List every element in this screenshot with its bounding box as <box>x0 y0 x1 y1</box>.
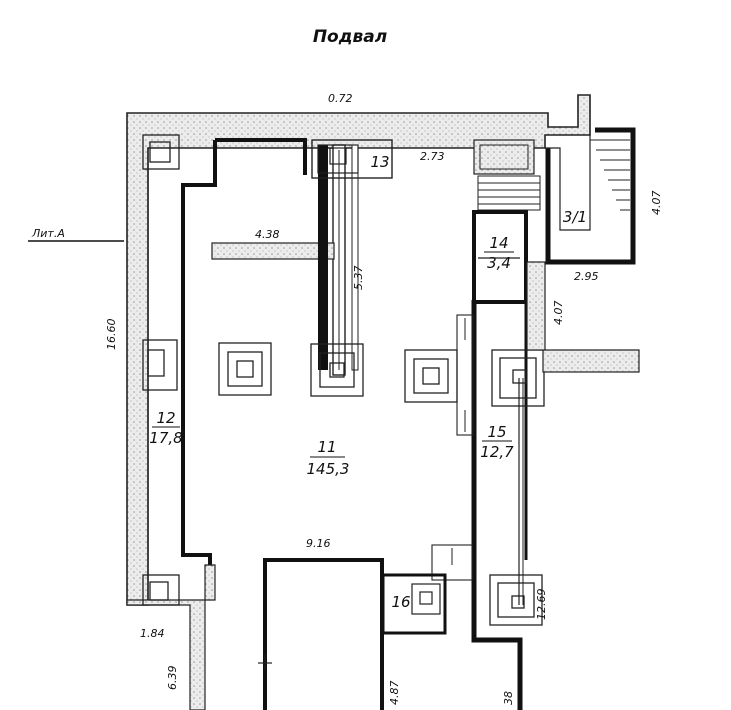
svg-text:Лит.А: Лит.А <box>31 227 65 240</box>
svg-text:13: 13 <box>370 153 389 171</box>
room-label-15: 15 12,7 <box>480 423 514 461</box>
room-label-16: 16 <box>391 593 410 611</box>
dim-bottom-mid-height: 4.87 <box>388 681 401 706</box>
dim-stair-height: 4.07 <box>650 191 663 216</box>
section-label: Лит.А <box>28 227 124 242</box>
room-13-box <box>311 139 393 179</box>
dim-bottom-left-small: 1.84 <box>140 627 165 640</box>
room-label-12: 12 17,8 <box>149 409 182 447</box>
stair-room-3-1 <box>526 127 640 373</box>
dim-inner-top: 2.73 <box>420 150 445 163</box>
svg-text:17,8: 17,8 <box>149 429 182 447</box>
room-label-13: 13 <box>370 153 389 171</box>
dim-bottom-left-height: 6.39 <box>166 666 179 691</box>
svg-text:3/1: 3/1 <box>563 208 587 226</box>
svg-text:14: 14 <box>489 234 508 252</box>
dim-beam: 4.38 <box>255 228 280 241</box>
dim-bottom-right-partial: 38 <box>502 691 515 705</box>
room-label-14: 14 3,4 <box>484 234 514 272</box>
svg-text:11: 11 <box>317 438 336 456</box>
svg-text:15: 15 <box>487 423 506 441</box>
svg-text:12,7: 12,7 <box>480 443 514 461</box>
svg-text:145,3: 145,3 <box>307 460 350 478</box>
dim-stair-width: 2.95 <box>574 270 599 283</box>
bottom-rooms <box>258 558 447 710</box>
dim-right-column-line: 12.69 <box>535 589 548 621</box>
room-label-11: 11 145,3 <box>307 438 350 478</box>
plan-title: Подвал <box>313 27 387 47</box>
room-label-3-1: 3/1 <box>563 208 587 226</box>
central-beam <box>211 144 359 376</box>
dim-bottom-span: 9.16 <box>306 537 331 550</box>
column-squares <box>142 134 458 606</box>
dim-left-length: 16.60 <box>105 319 118 351</box>
dim-top-length: 0.72 <box>328 92 353 105</box>
right-block <box>431 139 545 710</box>
svg-text:3,4: 3,4 <box>487 254 511 272</box>
svg-text:16: 16 <box>391 593 410 611</box>
dim-right-passage: 4.07 <box>552 301 565 326</box>
stair-steps <box>477 175 541 211</box>
dim-column-line: 5.37 <box>352 266 365 291</box>
svg-text:12: 12 <box>156 409 175 427</box>
